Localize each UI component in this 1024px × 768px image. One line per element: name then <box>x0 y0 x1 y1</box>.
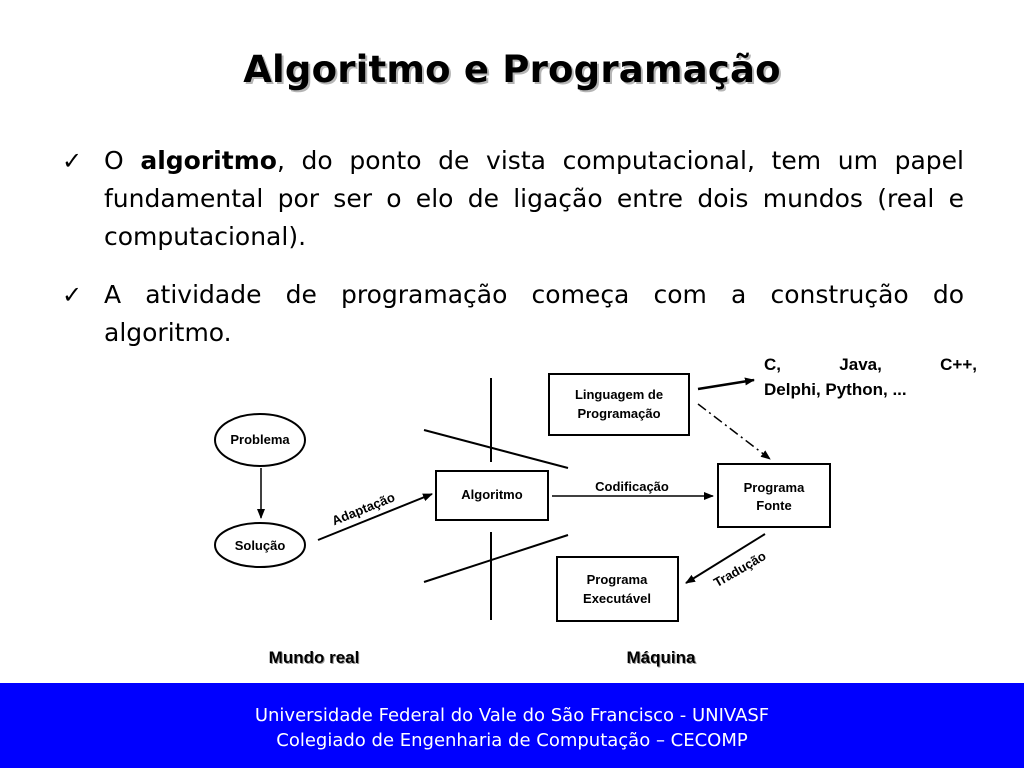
node-label-line1: Programa <box>587 572 648 587</box>
bullet-item: ✓ A atividade de programação começa com … <box>62 276 964 352</box>
ellipse-shape <box>214 413 306 467</box>
node-programa-fonte: Programa Fonte <box>717 463 831 528</box>
region-label-maquina: Máquina <box>627 648 696 667</box>
node-label-line2: Programação <box>577 406 660 421</box>
edge-label-traducao: Tradução <box>711 548 769 590</box>
arrow-linguagem-note <box>697 377 755 391</box>
box-shape <box>717 463 831 528</box>
checkmark-icon: ✓ <box>62 147 83 175</box>
note-line-2: Delphi, Python, ... <box>764 380 907 399</box>
node-programa-executavel: Programa Executável <box>556 556 679 622</box>
ellipse-shape <box>214 522 306 568</box>
node-label: Solução <box>235 538 286 553</box>
node-label-line2: Fonte <box>756 498 791 513</box>
node-problema: Problema <box>214 413 306 467</box>
box-shape <box>556 556 679 622</box>
bullet-text-bold: algoritmo <box>140 146 277 175</box>
footer-line-2: Colegiado de Engenharia de Computação – … <box>276 730 748 751</box>
node-label: Algoritmo <box>461 487 522 502</box>
arrow-traducao <box>685 533 766 584</box>
node-label-line1: Linguagem de <box>575 387 663 402</box>
box-shape <box>548 373 690 436</box>
bullet-text: A atividade de programação começa com a … <box>104 280 964 347</box>
footer-banner: Universidade Federal do Vale do São Fran… <box>0 683 1024 768</box>
note-word: C++, <box>940 355 977 374</box>
checkmark-icon: ✓ <box>62 281 83 309</box>
slide-title: Algoritmo e Programação <box>243 48 781 91</box>
programming-process-diagram: Problema Solução Adaptação Algoritmo Cod… <box>214 373 831 667</box>
box-shape <box>435 470 549 521</box>
note-word: Java, <box>839 355 882 374</box>
bullet-text-post: , do ponto de vista computacional, tem u… <box>104 146 964 251</box>
footer-line-1: Universidade Federal do Vale do São Fran… <box>254 705 770 726</box>
language-examples-note: C, Java, C++, Delphi, Python, ... <box>764 352 977 402</box>
node-label-line1: Programa <box>744 480 805 495</box>
bullet-list: ✓ O algoritmo, do ponto de vista computa… <box>62 142 964 372</box>
node-linguagem: Linguagem de Programação <box>548 373 690 436</box>
edge-label-codificacao: Codificação <box>595 479 669 494</box>
arrow-linguagem-fonte <box>697 403 771 460</box>
node-label-line2: Executável <box>583 591 651 606</box>
node-algoritmo: Algoritmo <box>435 470 549 521</box>
funnel-line-lower <box>423 534 569 583</box>
bullet-text-pre: O <box>104 146 141 175</box>
region-label-mundo-real: Mundo real <box>269 648 360 667</box>
bullet-item: ✓ O algoritmo, do ponto de vista computa… <box>62 142 964 256</box>
node-label: Problema <box>230 432 290 447</box>
funnel-line-upper <box>423 429 569 469</box>
arrow-adaptacao <box>317 493 433 541</box>
note-line-1: C, Java, C++, <box>764 352 977 377</box>
note-word: C, <box>764 355 781 374</box>
node-solucao: Solução <box>214 522 306 568</box>
